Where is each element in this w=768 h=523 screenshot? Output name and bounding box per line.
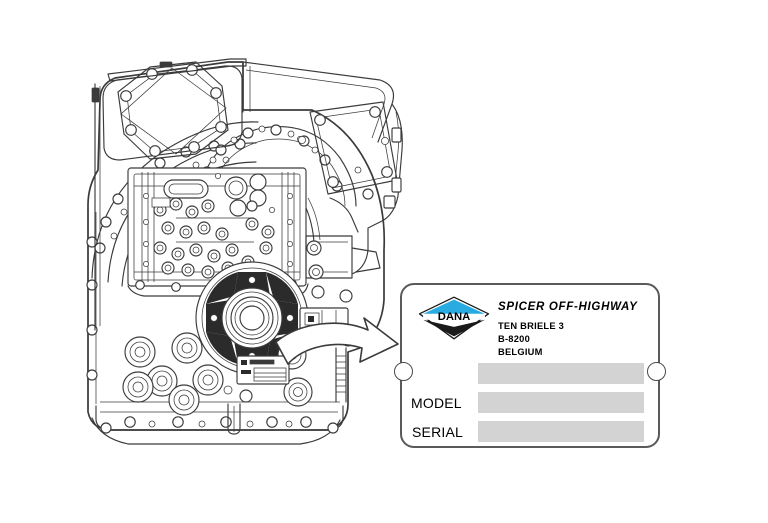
address-line-2: B-8200 (498, 334, 530, 344)
callout-arrow-icon (275, 317, 399, 365)
field-label-serial: SERIAL (412, 424, 463, 440)
identification-nameplate: DANA SPICER OFF-HIGHWAY TEN BRIELE 3 B-8… (394, 283, 666, 448)
field-label-model: MODEL (411, 395, 462, 411)
mounting-hole-left (394, 362, 413, 381)
mounting-hole-right (647, 362, 666, 381)
dana-logo: DANA (418, 296, 490, 340)
field-value-blank (478, 363, 644, 384)
brand-line: SPICER OFF-HIGHWAY (498, 301, 638, 313)
field-value-model (478, 392, 644, 413)
dana-logo-text: DANA (438, 311, 471, 323)
address-line-1: TEN BRIELE 3 (498, 321, 565, 331)
address-line-3: BELGIUM (498, 347, 543, 357)
field-value-serial (478, 421, 644, 442)
